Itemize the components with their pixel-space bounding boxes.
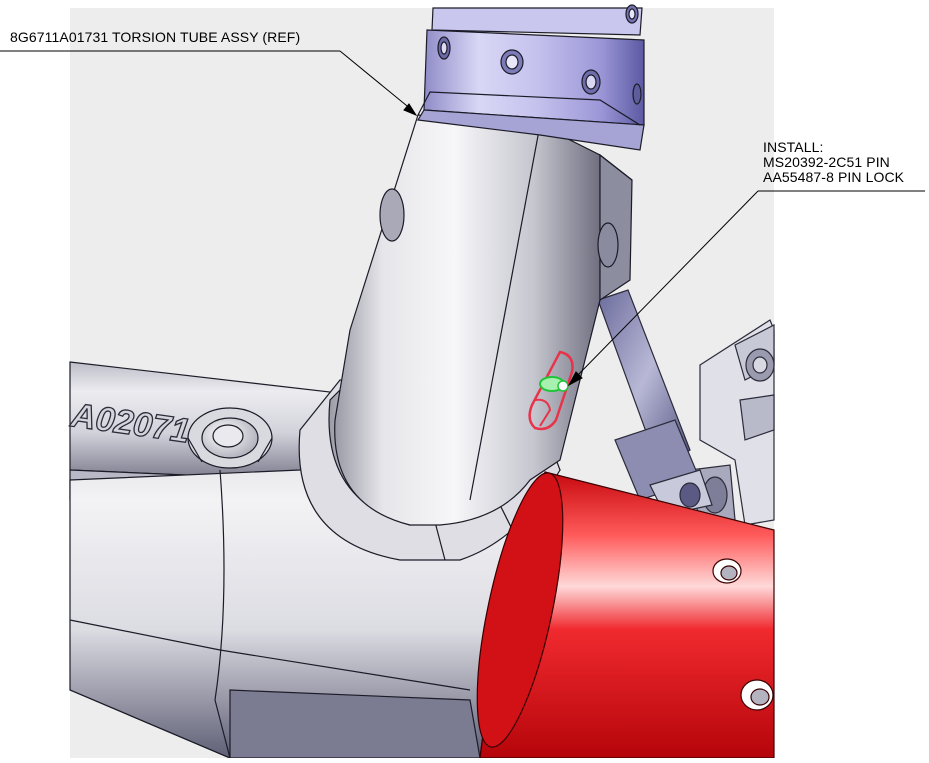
install-callout: INSTALL: MS20392-2C51 PIN AA55487-8 PIN … xyxy=(763,140,904,185)
torsion-arrowhead xyxy=(403,103,418,117)
torsion-leader-line xyxy=(339,50,413,111)
install-heading: INSTALL: xyxy=(763,139,824,155)
install-arrowhead xyxy=(567,371,583,387)
install-pin-part: MS20392-2C51 PIN xyxy=(763,154,890,170)
collar xyxy=(417,4,645,151)
pin-highlight xyxy=(528,350,574,431)
install-pin-lock-part: AA55487-8 PIN LOCK xyxy=(763,169,905,185)
install-leader-line xyxy=(574,190,759,379)
torsion-tube-callout: 8G6711A01731 TORSION TUBE ASSY (REF) xyxy=(10,29,301,45)
right-bracket xyxy=(689,319,775,526)
leader-lines xyxy=(0,50,925,387)
left-arm xyxy=(69,361,351,501)
red-cylinder xyxy=(476,471,775,759)
vertical-tube xyxy=(334,114,633,526)
diagonal-strut xyxy=(597,289,713,516)
